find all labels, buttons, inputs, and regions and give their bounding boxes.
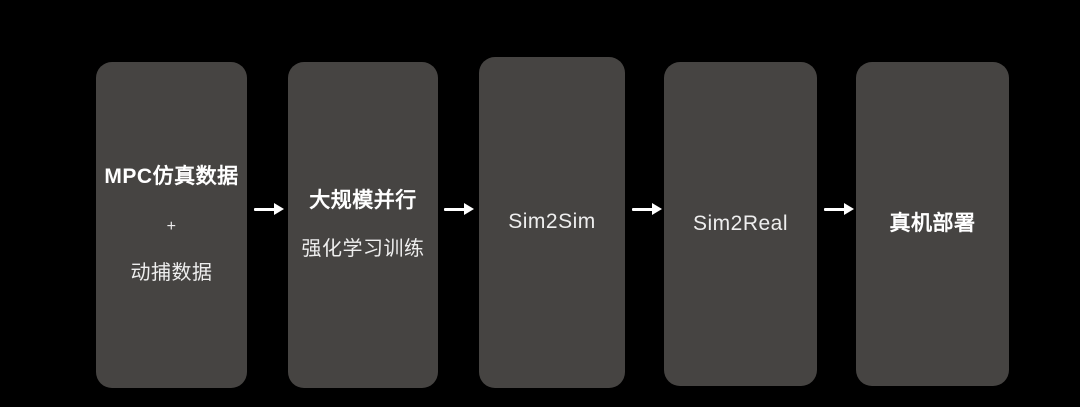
arrow-shaft (824, 207, 845, 211)
flow-node-sim2sim[interactable]: Sim2Sim (479, 57, 625, 388)
arrow-shaft (632, 207, 653, 211)
arrow-head (274, 203, 284, 215)
right-arrow-icon-1 (254, 199, 284, 219)
flow-node-line-2: + (166, 217, 177, 235)
arrow-shaft (254, 207, 275, 211)
flow-node-sim2real[interactable]: Sim2Real (664, 62, 817, 386)
right-arrow-icon-2 (444, 199, 474, 219)
flow-node-line-3: 动捕数据 (130, 261, 213, 284)
flow-node-data-sources[interactable]: MPC仿真数据 + 动捕数据 (96, 62, 247, 388)
flow-node-real-deploy[interactable]: 真机部署 (856, 62, 1009, 386)
arrow-head (464, 203, 474, 215)
arrow-head (844, 203, 854, 215)
flow-node-line-1: Sim2Real (692, 211, 789, 235)
arrow-shaft (444, 207, 465, 211)
flow-node-line-2: 强化学习训练 (301, 237, 425, 260)
flow-node-line-1: Sim2Sim (508, 210, 596, 234)
flow-node-line-1: 大规模并行 (309, 189, 417, 213)
arrow-head (652, 203, 662, 215)
right-arrow-icon-4 (824, 199, 854, 219)
flow-node-line-1: MPC仿真数据 (104, 165, 239, 189)
right-arrow-icon-3 (632, 199, 662, 219)
flow-node-rl-training[interactable]: 大规模并行 强化学习训练 (288, 62, 438, 388)
flow-node-line-1: 真机部署 (889, 211, 976, 235)
